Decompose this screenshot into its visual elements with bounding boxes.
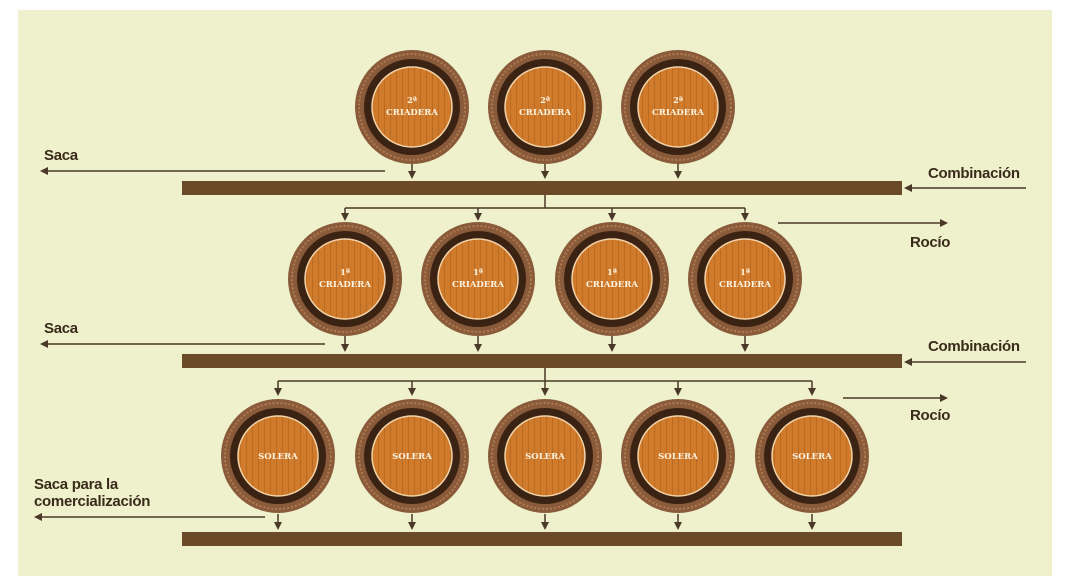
barrel-stave-ring <box>624 53 732 161</box>
barrel-label-name: CRIADERA <box>586 280 638 290</box>
barrel-stave-ring <box>358 53 466 161</box>
barrel-face <box>438 239 518 319</box>
barrel-stave-ring <box>691 225 799 333</box>
barrel-label-ordinal: 2ª <box>407 96 417 106</box>
barrel-face-rim <box>704 238 786 320</box>
barrel-bottom-2: SOLERA <box>355 399 469 513</box>
combinacion-label-middle: Combinación <box>928 338 1020 355</box>
barrel-bottom-4: SOLERA <box>621 399 735 513</box>
barrel-bottom-5: SOLERA <box>755 399 869 513</box>
barrel-face-rim <box>371 66 453 148</box>
arrows-row-bottom-to-beam <box>274 514 816 530</box>
barrel-bottom-3: SOLERA <box>488 399 602 513</box>
distribution-middle-to-bottom <box>274 368 816 396</box>
barrel-label-name: CRIADERA <box>719 280 771 290</box>
barrel-face <box>505 67 585 147</box>
barrel-label-ordinal: 1ª <box>473 268 483 278</box>
barrel-label-ordinal: 2ª <box>673 96 683 106</box>
barrel-face <box>505 416 585 496</box>
barrel-stave-ring <box>291 225 399 333</box>
saca-final-label-line2: comercialización <box>34 493 150 510</box>
barrel-label-ordinal: 2ª <box>540 96 550 106</box>
barrel-stave-ring <box>424 225 532 333</box>
barrel-label-name: CRIADERA <box>452 280 504 290</box>
combinacion-arrows <box>904 184 1026 366</box>
combinacion-label-top: Combinación <box>928 165 1020 182</box>
saca-label-middle: Saca <box>44 320 79 337</box>
barrel-face-rim <box>571 238 653 320</box>
distribution-top-to-middle <box>341 195 749 221</box>
barrel-bottom-1: SOLERA <box>221 399 335 513</box>
barrel-face <box>305 239 385 319</box>
beam-bottom <box>182 532 902 546</box>
barrel-label-name: SOLERA <box>792 452 832 462</box>
arrows-row-middle-to-beam <box>341 336 749 352</box>
saca-arrows <box>34 167 385 521</box>
barrel-label-name: CRIADERA <box>319 280 371 290</box>
rocio-label-bottom: Rocío <box>910 407 950 424</box>
barrel-face-rim <box>504 66 586 148</box>
barrel-label-ordinal: 1ª <box>340 268 350 278</box>
beam-middle <box>182 354 902 368</box>
barrel-face-rim <box>304 238 386 320</box>
barrel-stave-ring <box>491 53 599 161</box>
barrel-face <box>772 416 852 496</box>
barrel-face-rim <box>437 238 519 320</box>
saca-final-label-line1: Saca para la <box>34 476 119 493</box>
barrel-stave-ring <box>491 402 599 510</box>
barrels-group: 2ªCRIADERA2ªCRIADERA2ªCRIADERA1ªCRIADERA… <box>221 50 869 513</box>
barrel-label-name: SOLERA <box>525 452 565 462</box>
barrel-stave-ring <box>758 402 866 510</box>
barrel-face <box>372 67 452 147</box>
barrel-label-name: CRIADERA <box>652 108 704 118</box>
barrel-face-rim <box>237 415 319 497</box>
barrel-stave-ring <box>624 402 732 510</box>
barrel-face <box>638 416 718 496</box>
barrel-label-ordinal: 1ª <box>740 268 750 278</box>
barrel-face-rim <box>771 415 853 497</box>
barrel-label-name: CRIADERA <box>519 108 571 118</box>
barrel-stave-ring <box>224 402 332 510</box>
barrel-label-name: CRIADERA <box>386 108 438 118</box>
barrel-face-rim <box>637 66 719 148</box>
barrel-label-name: SOLERA <box>658 452 698 462</box>
barrel-face <box>705 239 785 319</box>
barrel-face-rim <box>504 415 586 497</box>
barrel-stave-ring <box>358 402 466 510</box>
barrel-face <box>238 416 318 496</box>
rocio-arrows <box>778 219 948 402</box>
barrel-label-name: SOLERA <box>392 452 432 462</box>
barrel-face <box>638 67 718 147</box>
barrel-label-ordinal: 1ª <box>607 268 617 278</box>
barrel-label-name: SOLERA <box>258 452 298 462</box>
barrel-stave-ring <box>558 225 666 333</box>
barrel-face <box>572 239 652 319</box>
rocio-label-top: Rocío <box>910 234 950 251</box>
barrel-face <box>372 416 452 496</box>
barrel-face-rim <box>371 415 453 497</box>
beam-top <box>182 181 902 195</box>
saca-label-top: Saca <box>44 147 79 164</box>
barrel-face-rim <box>637 415 719 497</box>
